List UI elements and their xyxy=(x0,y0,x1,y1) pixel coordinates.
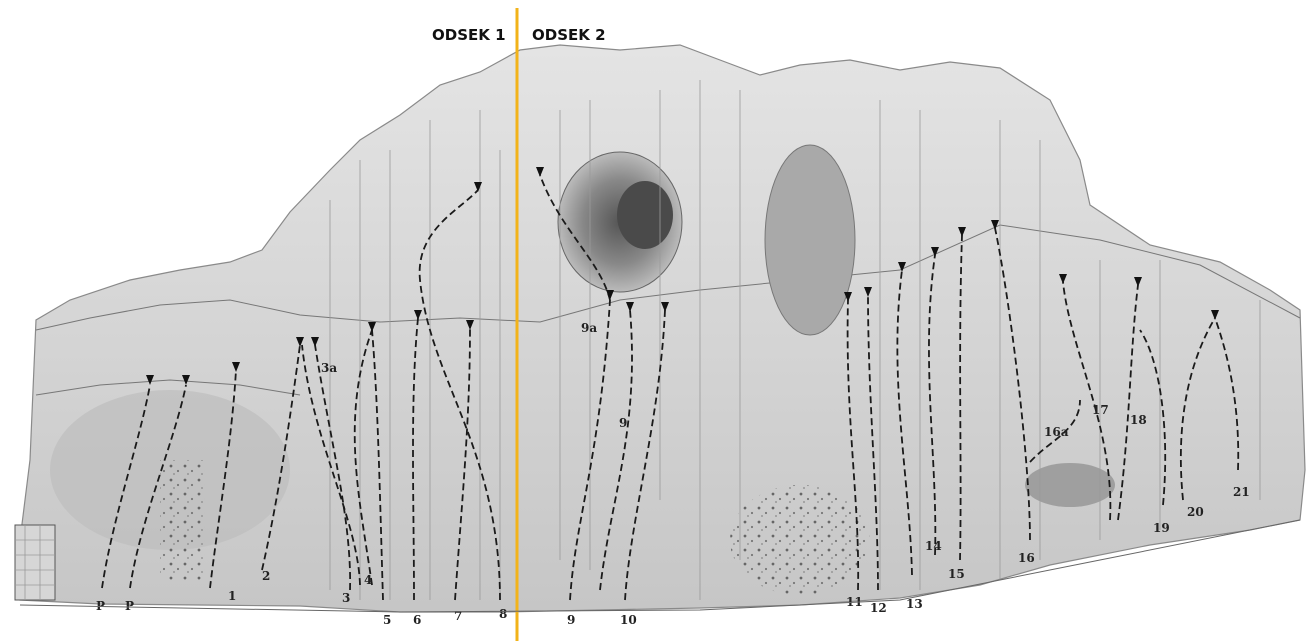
overhang-bottom-right xyxy=(1025,463,1115,507)
route-label-20: 20 xyxy=(1187,505,1204,519)
sector-label-odsek-1: ODSEK 1 xyxy=(432,26,506,44)
route-label-12: 12 xyxy=(870,601,887,615)
route-label-18: 18 xyxy=(1130,413,1147,427)
route-label-6: 6 xyxy=(413,613,421,627)
rubble-left xyxy=(160,460,205,580)
route-label-4: 4 xyxy=(364,573,372,587)
stone-wall xyxy=(15,525,55,600)
route-label-2: 2 xyxy=(262,569,270,583)
sector-label-odsek-2: ODSEK 2 xyxy=(532,26,606,44)
route-label-p2: P xyxy=(125,599,134,613)
route-label-16a: 16a xyxy=(1044,425,1069,439)
route-label-1: 1 xyxy=(228,589,236,603)
route-label-13: 13 xyxy=(906,597,923,611)
route-label-8: 8 xyxy=(499,607,507,621)
cave-inner xyxy=(617,181,673,249)
overhang-right xyxy=(765,145,855,335)
route-label-10: 10 xyxy=(620,613,637,627)
route-label-19: 19 xyxy=(1153,521,1170,535)
route-label-14: 14 xyxy=(925,539,942,553)
route-label-3a: 3a xyxy=(321,361,337,375)
route-label-3: 3 xyxy=(342,591,350,605)
route-label-5: 5 xyxy=(383,613,391,627)
route-label-9-bottom: 9 xyxy=(567,613,575,627)
route-label-21: 21 xyxy=(1233,485,1250,499)
route-label-16: 16 xyxy=(1018,551,1035,565)
route-label-15: 15 xyxy=(948,567,965,581)
route-label-17: 17 xyxy=(1092,403,1109,417)
rubble-center xyxy=(730,485,870,595)
route-label-9a: 9a xyxy=(581,321,597,335)
route-label-9-mid: 9 xyxy=(619,416,627,430)
